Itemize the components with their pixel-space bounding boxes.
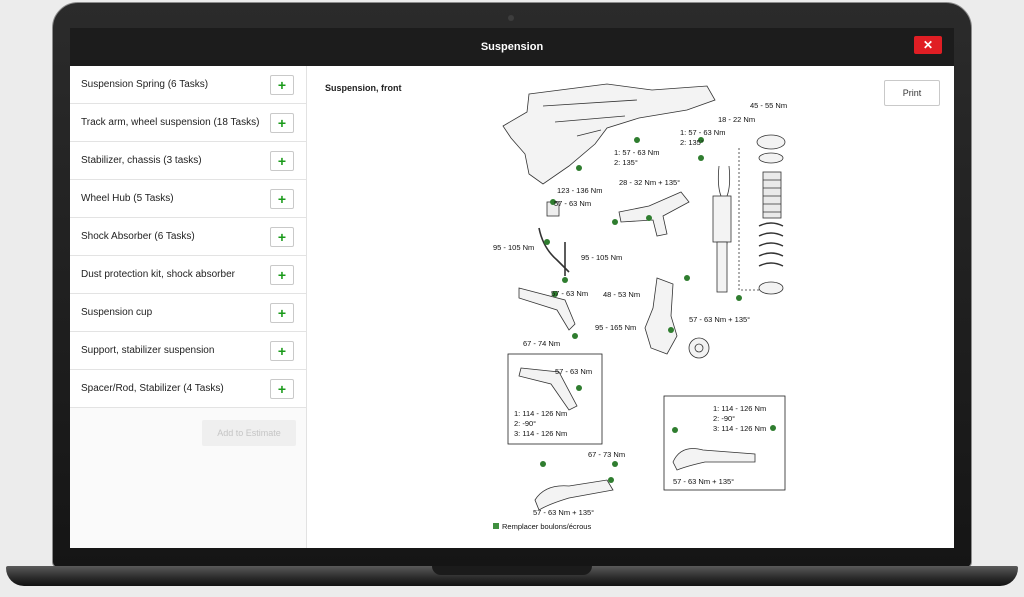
task-label: Track arm, wheel suspension (18 Tasks): [81, 117, 260, 128]
detail-box-right: [663, 395, 786, 491]
task-row[interactable]: Support, stabilizer suspension +: [70, 332, 306, 370]
torque-label: 95 - 165 Nm: [595, 323, 636, 332]
torque-label: 57 - 63 Nm + 135°: [689, 315, 750, 324]
window-title: Suspension: [480, 41, 544, 53]
steering-knuckle-drawing: [644, 277, 678, 355]
torque-label: 57 - 63 Nm: [551, 289, 588, 298]
torque-label: 2: -90°: [514, 419, 536, 428]
print-button[interactable]: Print: [884, 80, 940, 106]
task-label: Support, stabilizer suspension: [81, 345, 215, 356]
task-row[interactable]: Stabilizer, chassis (3 tasks) +: [70, 142, 306, 180]
close-icon: ✕: [922, 38, 934, 52]
task-label: Spacer/Rod, Stabilizer (4 Tasks): [81, 383, 224, 394]
title-bar: Suspension ✕: [70, 28, 954, 66]
torque-label: 67 - 74 Nm: [523, 339, 560, 348]
task-row[interactable]: Shock Absorber (6 Tasks) +: [70, 218, 306, 256]
torque-label: 67 - 73 Nm: [588, 450, 625, 459]
torque-label: 3: 114 - 126 Nm: [514, 429, 567, 438]
task-row[interactable]: Wheel Hub (5 Tasks) +: [70, 180, 306, 218]
torque-label: 28 - 32 Nm + 135°: [619, 178, 680, 187]
control-arm-drawing: [518, 287, 576, 331]
torque-label: 1: 57 - 63 Nm: [680, 128, 725, 137]
add-task-button[interactable]: +: [270, 378, 294, 399]
stabilizer-link-drawing: [538, 227, 570, 273]
torque-label: 2: 135°: [680, 138, 704, 147]
detail-box-left: [507, 353, 603, 445]
torque-label: 57 - 63 Nm + 135°: [673, 477, 734, 486]
task-label: Dust protection kit, shock absorber: [81, 269, 235, 280]
laptop-notch: [432, 566, 592, 575]
torque-label: 57 - 63 Nm: [554, 199, 591, 208]
add-task-button[interactable]: +: [270, 112, 294, 133]
upper-arm-drawing: [618, 191, 690, 237]
wheel-hub-drawing: [688, 337, 710, 359]
torque-label: 1: 114 - 126 Nm: [713, 404, 766, 413]
dust-boot-drawing: [762, 171, 782, 219]
add-task-button[interactable]: +: [270, 74, 294, 95]
task-label: Wheel Hub (5 Tasks): [81, 193, 174, 204]
diagram-title: Suspension, front: [325, 83, 402, 93]
camera-dot: [508, 15, 514, 21]
task-list: Suspension Spring (6 Tasks)+Track arm, w…: [70, 66, 306, 408]
task-label: Suspension Spring (6 Tasks): [81, 79, 209, 90]
task-row[interactable]: Track arm, wheel suspension (18 Tasks) +: [70, 104, 306, 142]
coil-spring-drawing: [758, 222, 784, 267]
torque-label: 57 - 63 Nm: [555, 367, 592, 376]
task-label: Stabilizer, chassis (3 tasks): [81, 155, 202, 166]
app-window: Suspension ✕ Suspension Spring (6 Tasks)…: [70, 28, 954, 548]
task-row[interactable]: Suspension cup +: [70, 294, 306, 332]
torque-label: 45 - 55 Nm: [750, 101, 787, 110]
task-sidebar: Suspension Spring (6 Tasks)+Track arm, w…: [70, 66, 307, 548]
legend-swatch: [493, 523, 499, 529]
add-to-estimate-button[interactable]: Add to Estimate: [202, 420, 296, 446]
task-row[interactable]: Dust protection kit, shock absorber +: [70, 256, 306, 294]
torque-label: 95 - 105 Nm: [493, 243, 534, 252]
add-task-button[interactable]: +: [270, 264, 294, 285]
laptop-base: [6, 566, 1018, 586]
subframe-drawing: [502, 83, 716, 185]
add-task-button[interactable]: +: [270, 150, 294, 171]
top-mount-drawing: [756, 134, 786, 150]
add-task-button[interactable]: +: [270, 302, 294, 323]
add-task-button[interactable]: +: [270, 188, 294, 209]
add-task-button[interactable]: +: [270, 226, 294, 247]
bolt-markers: [540, 137, 776, 483]
close-button[interactable]: ✕: [914, 36, 942, 54]
torque-label: 1: 57 - 63 Nm: [614, 148, 659, 157]
torque-label: 3: 114 - 126 Nm: [713, 424, 766, 433]
task-row[interactable]: Spacer/Rod, Stabilizer (4 Tasks) +: [70, 370, 306, 408]
add-task-button[interactable]: +: [270, 340, 294, 361]
task-row[interactable]: Suspension Spring (6 Tasks) +: [70, 66, 306, 104]
task-label: Shock Absorber (6 Tasks): [81, 231, 195, 242]
diagram-legend: Remplacer boulons/écrous: [502, 522, 591, 531]
torque-label: 95 - 105 Nm: [581, 253, 622, 262]
lower-arm-drawing: [534, 479, 614, 511]
task-label: Suspension cup: [81, 307, 153, 318]
torque-label: 48 - 53 Nm: [603, 290, 640, 299]
torque-label: 2: -90°: [713, 414, 735, 423]
torque-label: 18 - 22 Nm: [718, 115, 755, 124]
torque-label: 57 - 63 Nm + 135°: [533, 508, 594, 517]
torque-label: 1: 114 - 126 Nm: [514, 409, 567, 418]
suspension-diagram: 45 - 55 Nm 18 - 22 Nm 1: 57 - 63 Nm 2: 1…: [493, 83, 787, 531]
torque-label: 123 - 136 Nm: [557, 186, 602, 195]
diagram-panel: 45 - 55 Nm 18 - 22 Nm 1: 57 - 63 Nm 2: 1…: [307, 66, 954, 548]
torque-label: 2: 135°: [614, 158, 638, 167]
